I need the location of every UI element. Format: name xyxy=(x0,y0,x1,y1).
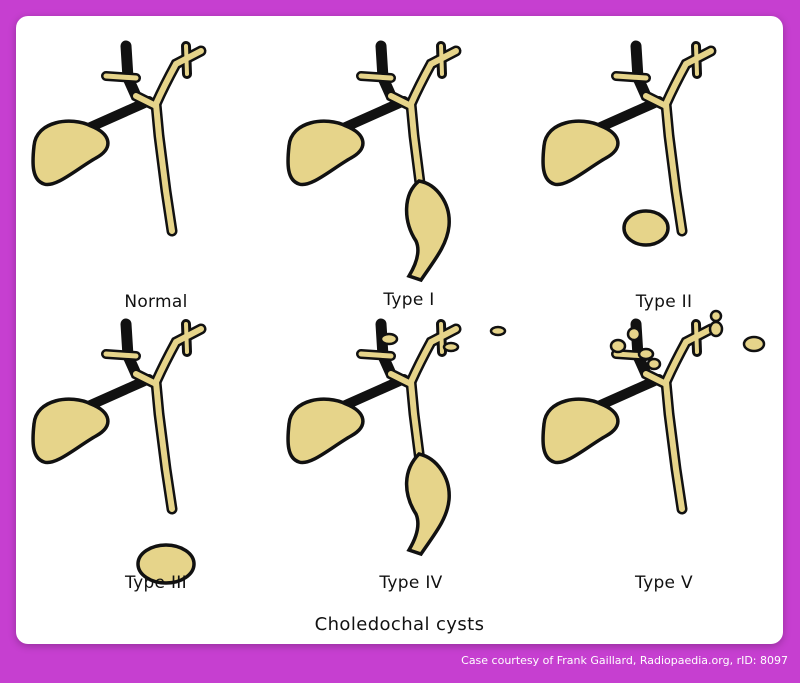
diagram-caption: Choledochal cysts xyxy=(314,614,485,635)
fusiform-cyst xyxy=(404,179,451,283)
image-credit: Case courtesy of Frank Gaillard, Radiopa… xyxy=(461,654,788,667)
diverticulum-cyst xyxy=(622,209,670,247)
panel-label-type3: Type III xyxy=(125,573,187,593)
panel-normal-illustration xyxy=(31,46,201,231)
panel-type3-illustration xyxy=(31,324,201,585)
panel-label-type5: Type V xyxy=(635,573,693,593)
extrahepatic-cyst xyxy=(404,452,451,557)
panel-label-type1: Type I xyxy=(383,290,435,310)
panel-label-normal: Normal xyxy=(124,292,188,312)
panel-type4-illustration xyxy=(286,324,507,557)
panel-type5-illustration xyxy=(541,309,766,509)
choledochocele-cyst xyxy=(136,543,196,585)
panel-label-type2: Type II xyxy=(635,292,693,312)
diagram-card: Normal Type I Type II Type III Type IV T… xyxy=(16,16,783,644)
panel-type1-illustration xyxy=(286,46,456,283)
panel-type2-illustration xyxy=(541,46,711,247)
panel-label-type4: Type IV xyxy=(379,573,443,593)
choledochal-cysts-diagram xyxy=(31,16,766,585)
